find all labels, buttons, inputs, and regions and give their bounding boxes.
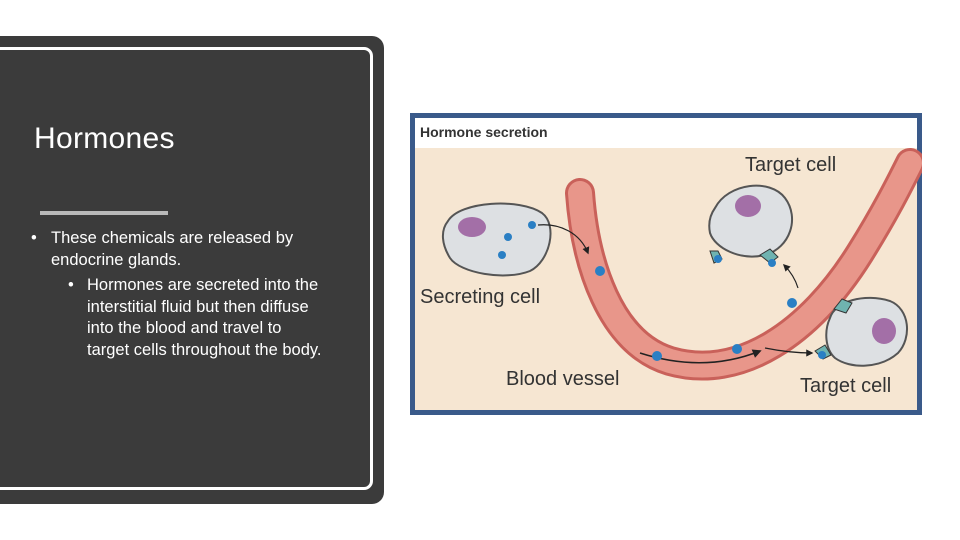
hormone-dot (714, 255, 722, 263)
title-underline (40, 211, 168, 215)
nucleus (735, 195, 761, 217)
nucleus (458, 217, 486, 237)
hormone-dot (652, 351, 662, 361)
hormone-dot (787, 298, 797, 308)
hormone-secretion-diagram: Hormone secretion Secreting cell Target … (410, 113, 922, 415)
hormone-dot (498, 251, 506, 259)
blood-vessel (568, 151, 922, 378)
bullet-dot: • (31, 229, 37, 247)
hormone-dot (595, 266, 605, 276)
target-cell-bottom (814, 296, 909, 367)
figure-header: Hormone secretion (420, 124, 548, 140)
delivery-arrow (764, 347, 814, 357)
title-panel-background (0, 36, 384, 504)
uptake-arrow (782, 263, 799, 289)
title-panel-frame (0, 47, 373, 490)
label-target-cell-bottom: Target cell (800, 375, 891, 397)
slide-title: Hormones (34, 122, 175, 155)
hormone-dot (818, 351, 826, 359)
secreting-cell (442, 202, 552, 277)
secretion-arrow (537, 224, 590, 255)
nucleus (872, 318, 896, 344)
hormone-dot (732, 344, 742, 354)
label-target-cell-top: Target cell (745, 154, 836, 176)
target-cell-top (708, 184, 794, 267)
figure-header-bar (415, 118, 917, 148)
label-secreting-cell: Secreting cell (420, 286, 540, 308)
hormone-dot (504, 233, 512, 241)
label-blood-vessel: Blood vessel (506, 368, 619, 390)
hormone-dot (768, 259, 776, 267)
hormone-dot (528, 221, 536, 229)
bullet-text: Hormones are secreted into the interstit… (87, 276, 322, 359)
bullet-text: These chemicals are released by endocrin… (51, 229, 294, 269)
receptor (833, 298, 853, 314)
bullet-dot: • (68, 276, 74, 294)
